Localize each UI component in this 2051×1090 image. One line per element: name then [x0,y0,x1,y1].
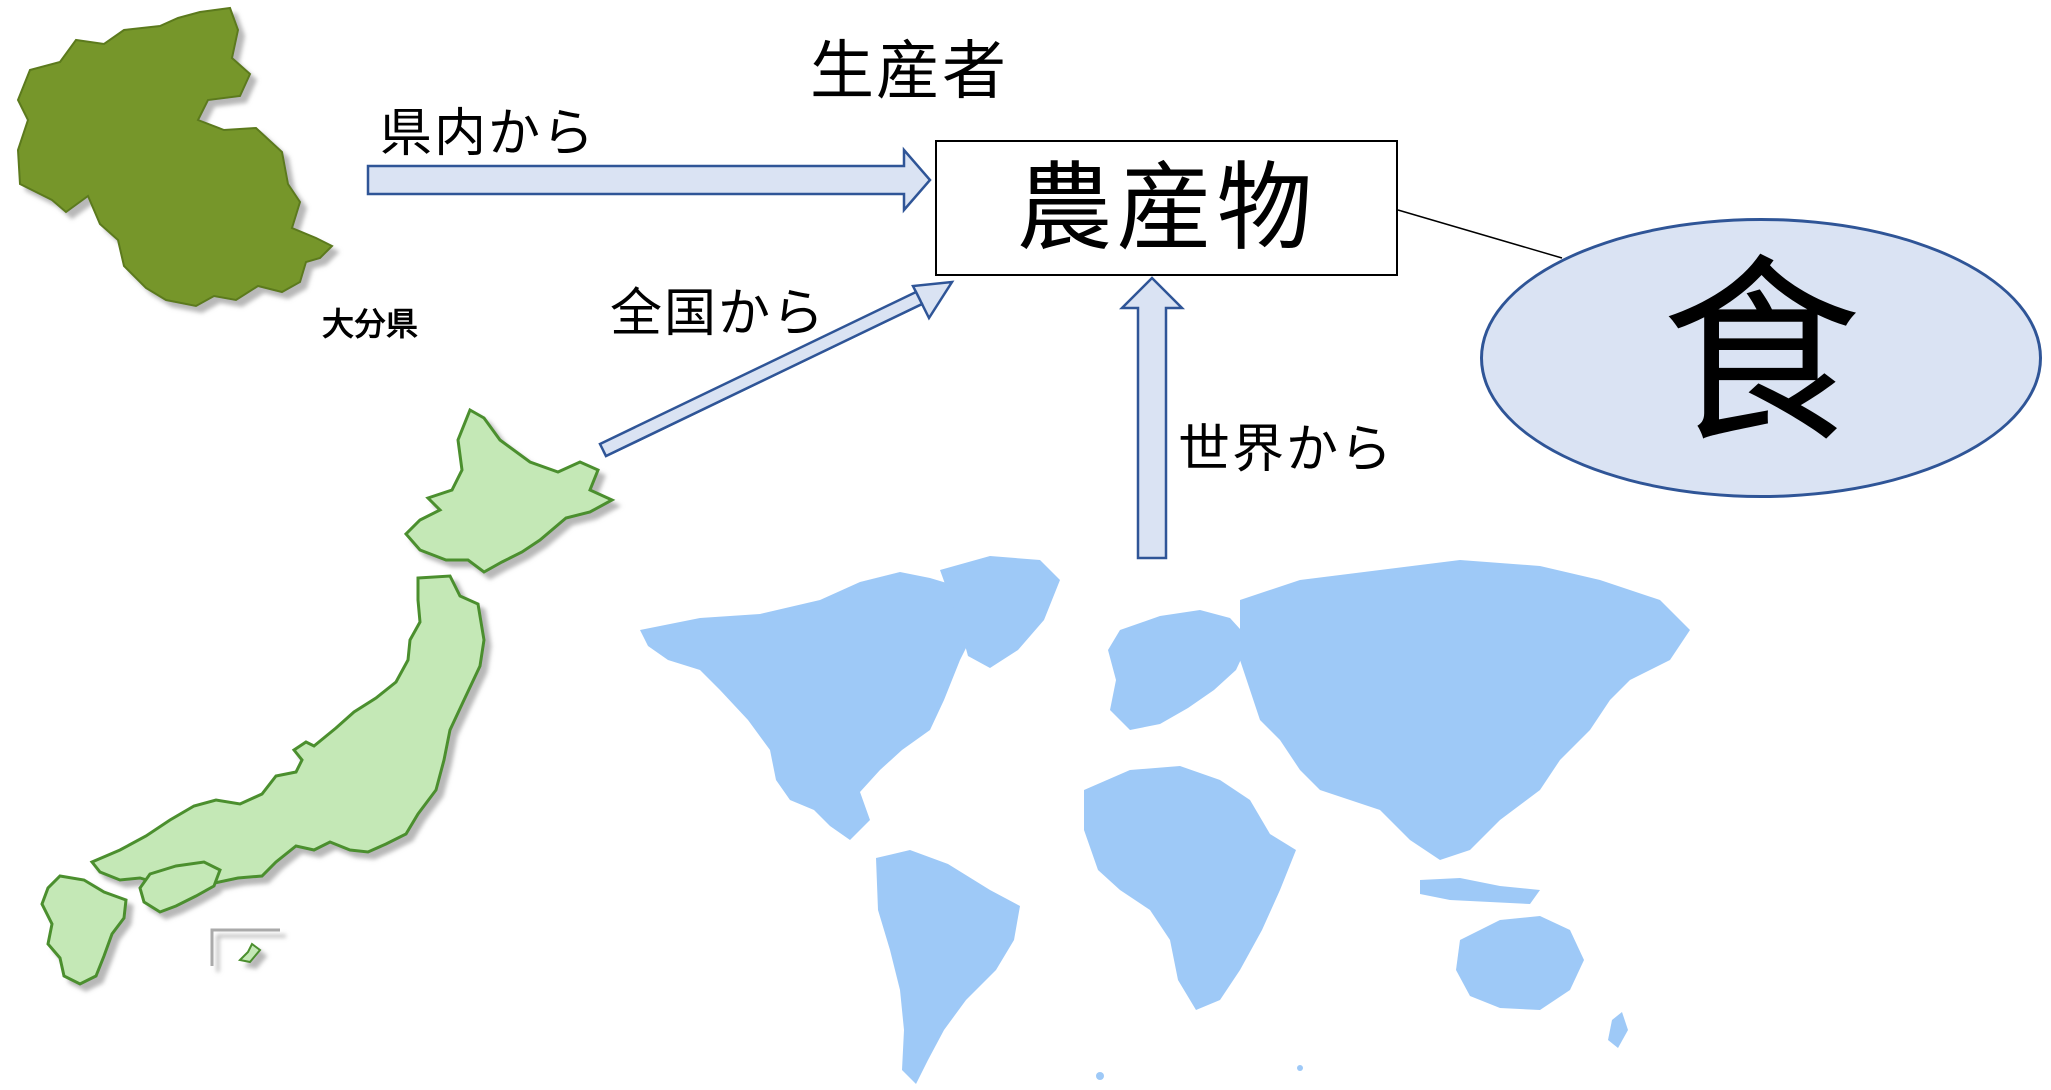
japan-map-icon [40,407,616,986]
producer-label: 生産者 [810,35,1008,109]
food-label: 食 [1660,238,1861,471]
world-map-icon [640,556,1690,1084]
produce-box: 農産物 [935,140,1398,276]
from-prefecture-label: 県内から [380,104,597,164]
arrow-from-prefecture [366,146,932,214]
oita-prefecture-label: 大分県 [322,305,419,343]
arrow-from-country [598,280,955,458]
from-world-label: 世界から [1178,420,1395,480]
food-ellipse: 食 [1480,218,2042,498]
oita-map-icon [16,6,334,308]
from-country-label: 全国から [610,284,827,344]
arrow-from-world [1118,276,1186,560]
connector-line [1397,209,1563,259]
